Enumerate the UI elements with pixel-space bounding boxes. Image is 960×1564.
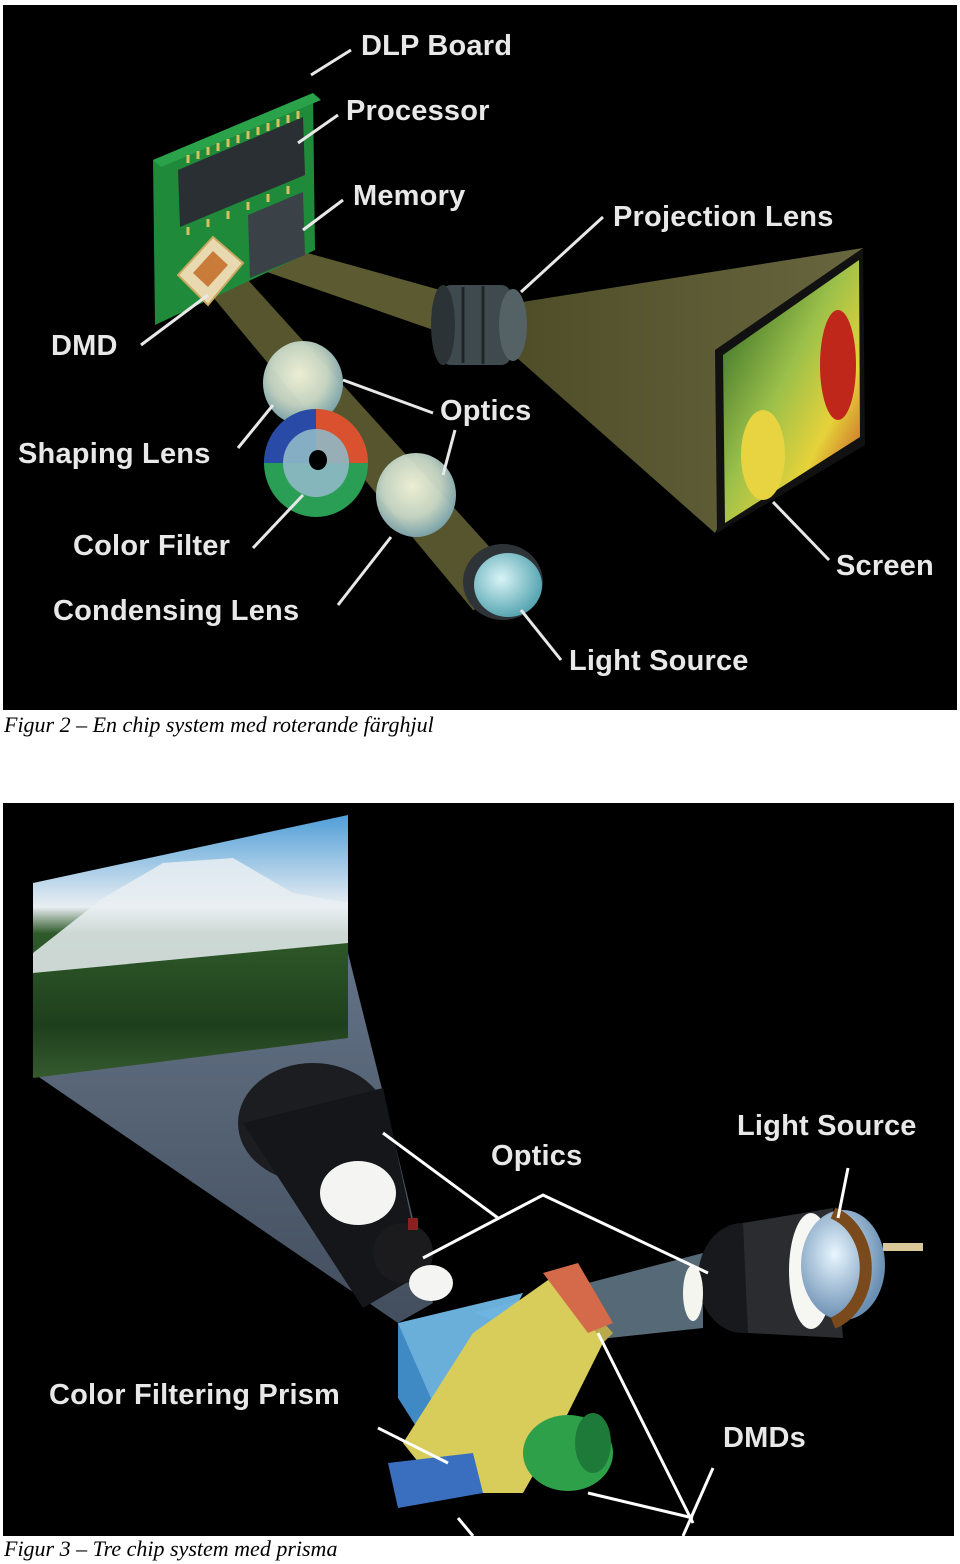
condensing-lens <box>376 453 456 537</box>
memory-chip <box>248 192 305 278</box>
color-filtering-prism <box>388 1263 613 1508</box>
label-optics: Optics <box>440 395 532 427</box>
label-color-filtering-prism: Color Filtering Prism <box>49 1379 341 1411</box>
light-source-bulb <box>463 544 543 620</box>
figure-3-illustration <box>33 815 923 1536</box>
figure-2-illustration <box>140 48 865 661</box>
label-screen: Screen <box>836 550 934 582</box>
label-condensing-lens: Condensing Lens <box>53 595 300 627</box>
label-light-source: Light Source <box>737 1110 917 1142</box>
label-light-source: Light Source <box>569 645 749 677</box>
figure-2-diagram: DLP Board Processor Memory Projection Le… <box>3 5 957 710</box>
label-optics: Optics <box>491 1140 583 1172</box>
processor-chip <box>178 117 305 227</box>
figure-3-caption: Figur 3 – Tre chip system med prisma <box>4 1536 338 1561</box>
shaping-lens <box>263 341 343 425</box>
label-shaping-lens: Shaping Lens <box>18 438 211 470</box>
figure-2-caption: Figur 2 – En chip system med roterande f… <box>4 712 434 737</box>
projection-lens-assembly <box>238 1063 453 1308</box>
projection-lens-body <box>431 285 527 365</box>
label-memory: Memory <box>353 180 466 212</box>
figure-3-diagram: Optics Light Source Color Filtering Pris… <box>3 803 954 1536</box>
label-color-filter: Color Filter <box>73 530 231 562</box>
label-dlp-board: DLP Board <box>361 30 513 62</box>
label-projection-lens: Projection Lens <box>613 201 834 233</box>
color-filter-wheel <box>264 409 368 517</box>
label-processor: Processor <box>346 95 490 127</box>
label-dmd: DMD <box>51 330 118 362</box>
label-dmds: DMDs <box>723 1422 806 1454</box>
light-source-assembly <box>683 1207 923 1338</box>
